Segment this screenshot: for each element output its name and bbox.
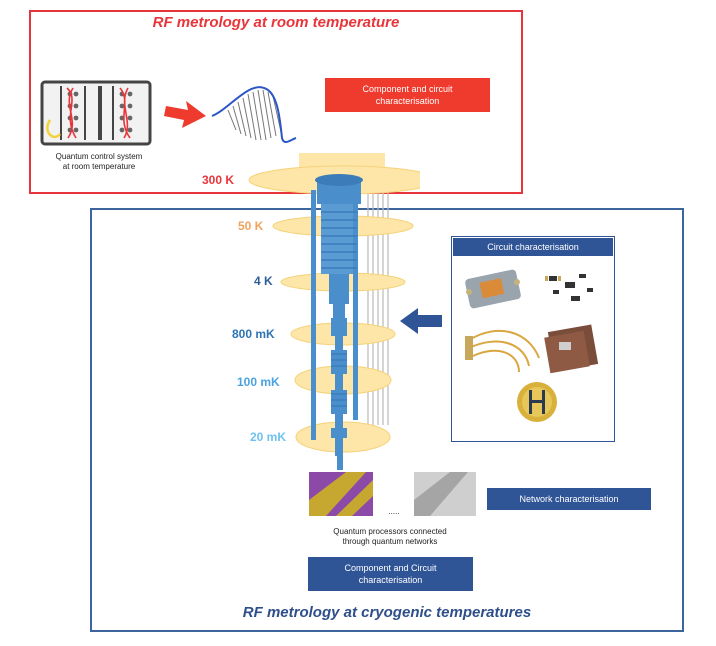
processors-caption: Quantum processors connected through qua… <box>333 527 447 546</box>
chip-holder-icon <box>465 269 521 309</box>
temp-label-20mk: 20 mK <box>250 430 287 444</box>
waveform-icon <box>211 86 297 144</box>
pcb-icon <box>544 324 599 374</box>
rf-cables-icon <box>468 330 540 373</box>
circuit-components-images <box>465 269 599 422</box>
room-temperature-frame <box>29 10 523 194</box>
quantum-processors-images <box>309 472 476 516</box>
temp-label-300k: 300 K <box>202 173 235 187</box>
cryogenic-temperature-title: RF metrology at cryogenic temperatures <box>242 604 532 621</box>
room-temperature-title: RF metrology at room temperature <box>152 14 400 31</box>
temp-label-100mk: 100 mK <box>237 375 280 389</box>
network-characterisation-button[interactable]: Network characterisation <box>487 488 651 510</box>
temp-label-50k: 50 K <box>238 219 264 233</box>
circuit-characterisation-header: Circuit characterisation <box>453 238 613 256</box>
cryogenic-temperature-frame <box>90 208 684 632</box>
temp-label-800mk: 800 mK <box>232 327 275 341</box>
quantum-control-rack-icon <box>40 80 152 146</box>
control-system-caption: Quantum control system at room temperatu… <box>55 152 143 171</box>
arrow-left-icon <box>400 308 442 334</box>
gold-chip-icon <box>517 382 557 422</box>
processors-ellipsis: ..... <box>388 507 400 516</box>
dilution-refrigerator-diagram <box>248 153 420 470</box>
smd-components-icon <box>549 274 593 301</box>
temp-label-4k: 4 K <box>254 274 273 288</box>
arrow-right-icon <box>164 101 206 128</box>
